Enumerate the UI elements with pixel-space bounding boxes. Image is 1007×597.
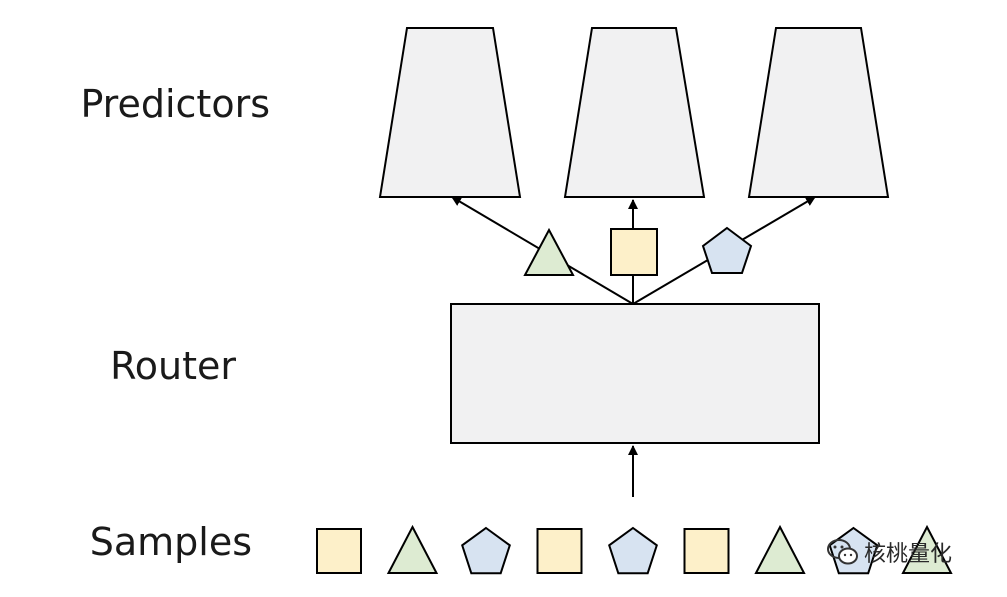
predictor-3: [747, 27, 890, 198]
routed-square: [610, 228, 658, 276]
predictor-1: [378, 27, 522, 198]
samples-row: [316, 524, 953, 575]
predictors-label: Predictors: [80, 82, 270, 126]
watermark: 核桃量化: [826, 536, 952, 568]
router-box: [450, 303, 820, 444]
predictor-2: [563, 27, 706, 198]
watermark-text: 核桃量化: [864, 542, 953, 567]
sample-triangle-2: [386, 524, 439, 574]
sample-pentagon-3: [461, 526, 511, 575]
sample-triangle-7: [754, 524, 806, 574]
samples-label: Samples: [89, 520, 252, 564]
router-label: Router: [110, 344, 236, 388]
sample-square-4: [536, 528, 583, 574]
routed-triangle: [523, 227, 575, 276]
sample-triangle-9: [901, 524, 953, 574]
routed-pentagon: [701, 226, 753, 274]
sample-pentagon-5: [608, 526, 658, 575]
wechat-icon: [827, 539, 858, 565]
sample-square-1: [316, 528, 362, 574]
sample-square-6: [683, 528, 730, 574]
